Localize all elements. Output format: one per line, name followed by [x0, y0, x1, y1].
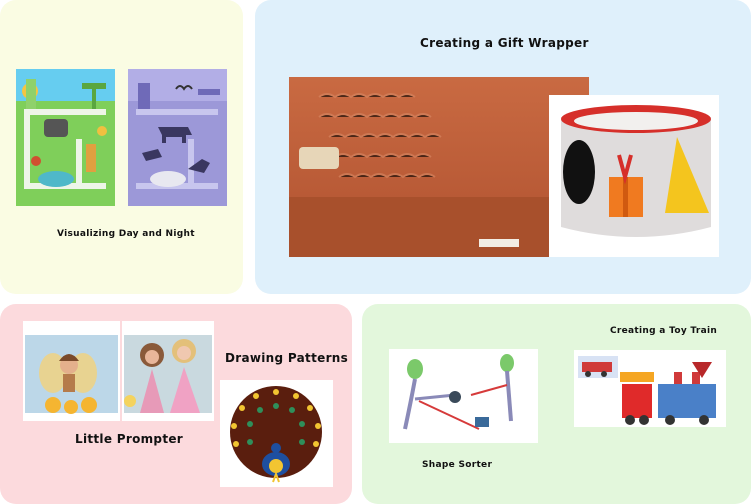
card-little-prompter-title: Little Prompter	[75, 432, 184, 446]
card-day-night-title: Visualizing Day and Night	[57, 229, 195, 239]
card-little-prompter[interactable]: Little Prompter Drawing Patterns	[0, 304, 352, 504]
card-shape-sorter-title: Shape Sorter	[422, 460, 493, 470]
peacock-drawing	[220, 380, 333, 487]
card-day-night[interactable]: Visualizing Day and Night	[0, 0, 243, 294]
card-gift-wrapper-title: Creating a Gift Wrapper	[420, 36, 589, 50]
gift-wrapper-photo	[289, 77, 719, 257]
girls-playing-photo	[122, 321, 214, 421]
card-toy-train-title: Creating a Toy Train	[610, 326, 718, 336]
day-scene-illustration	[16, 69, 115, 206]
fairy-child-photo	[23, 321, 120, 421]
card-toy-train[interactable]: Creating a Toy Train Shape Sorter	[362, 304, 751, 504]
toy-train-drawing	[574, 350, 726, 427]
shape-sorter-illustration	[389, 349, 538, 443]
card-drawing-patterns-title: Drawing Patterns	[225, 351, 349, 365]
card-gift-wrapper[interactable]: Creating a Gift Wrapper	[255, 0, 751, 294]
night-scene-illustration	[128, 69, 227, 206]
